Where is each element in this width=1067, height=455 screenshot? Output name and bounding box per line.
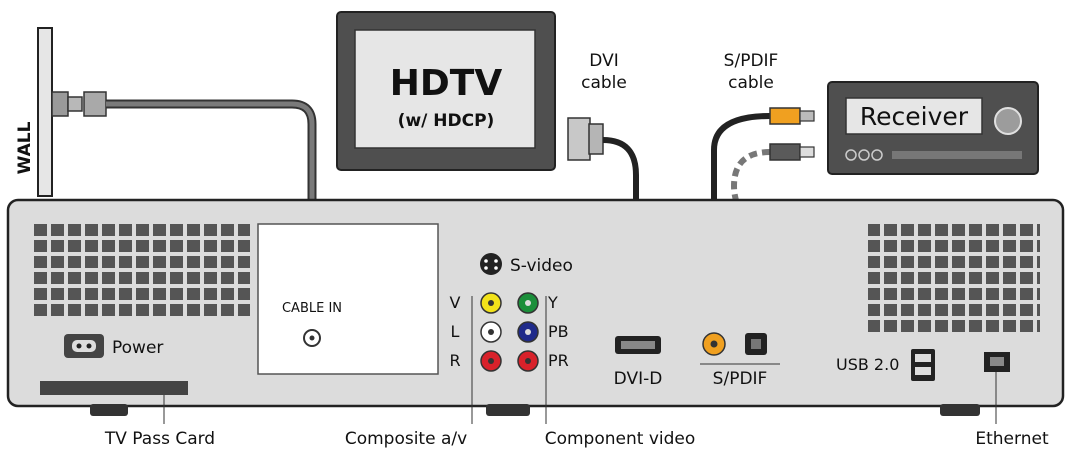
hdtv-subtitle: (w/ HDCP) <box>398 111 495 131</box>
hdtv: HDTV (w/ HDCP) <box>336 11 556 171</box>
spdif-cable-label-line2: cable <box>728 73 774 93</box>
cable-in-label: CABLE IN <box>282 301 342 316</box>
component-video-label: Component video <box>545 429 696 449</box>
component-pb-label: PB <box>548 322 569 341</box>
dvi-cable-label-line1: DVI <box>589 51 618 71</box>
composite-av-label: Composite a/v <box>345 429 467 449</box>
dvi-cable-label-line2: cable <box>581 73 627 93</box>
left-vent <box>30 222 250 316</box>
component-pr-label: PR <box>548 351 569 370</box>
set-top-box: CABLE IN Power S-video V L R <box>6 198 1065 408</box>
composite-jacks <box>480 292 502 372</box>
ethernet-label: Ethernet <box>975 429 1049 449</box>
svideo-label: S-video <box>510 256 573 276</box>
tv-pass-card-label: TV Pass Card <box>104 429 215 449</box>
component-jacks <box>517 292 539 372</box>
usb-label: USB 2.0 <box>836 355 899 374</box>
leader-lines <box>163 296 997 424</box>
spdif-cable-label-line1: S/PDIF <box>724 51 779 71</box>
composite-v-label: V <box>450 293 461 312</box>
device-feet <box>90 404 980 416</box>
receiver: Receiver <box>827 81 1039 175</box>
spdif-port-label: S/PDIF <box>713 369 768 389</box>
tv-pass-card-slot <box>40 381 188 395</box>
right-vent <box>868 222 1040 332</box>
wall: WALL <box>15 27 83 197</box>
composite-l-label: L <box>451 322 460 341</box>
power-label: Power <box>112 338 163 358</box>
component-y-label: Y <box>547 293 558 312</box>
receiver-label: Receiver <box>860 102 969 131</box>
composite-r-label: R <box>449 351 460 370</box>
dvi-d-label: DVI-D <box>614 369 663 389</box>
usb-ports <box>911 349 935 381</box>
svideo-port-icon <box>480 253 502 275</box>
wall-label: WALL <box>15 121 35 174</box>
hdtv-title: HDTV <box>390 63 503 104</box>
